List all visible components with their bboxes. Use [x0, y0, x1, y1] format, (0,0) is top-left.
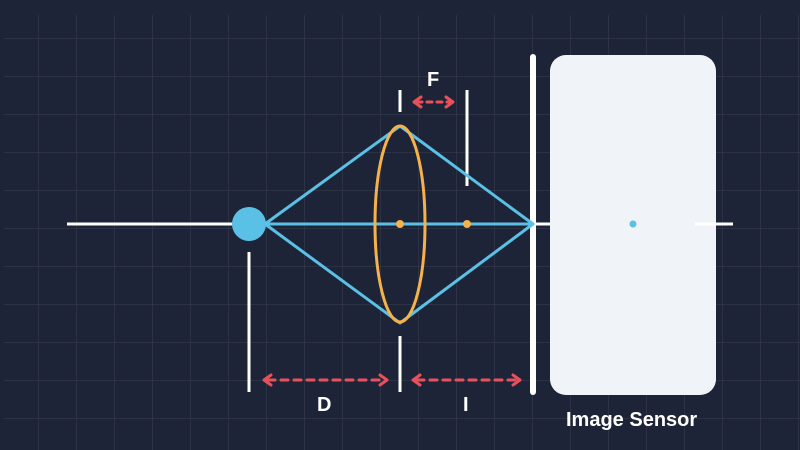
focal-point-dot: [463, 220, 471, 228]
object-distance-label: D: [317, 394, 332, 416]
image-distance-label: I: [463, 394, 469, 416]
object-point-icon: [232, 207, 266, 241]
focal-length-label: F: [427, 69, 440, 91]
image-sensor-label: Image Sensor: [566, 409, 698, 431]
convex-lens-icon: [373, 124, 427, 324]
lens-center-dot: [396, 220, 404, 228]
image-distance-arrow: [411, 373, 522, 387]
object-distance-arrow: [262, 373, 389, 387]
sensor-center-dot: [629, 220, 637, 228]
focal-length-arrow: [412, 95, 455, 109]
